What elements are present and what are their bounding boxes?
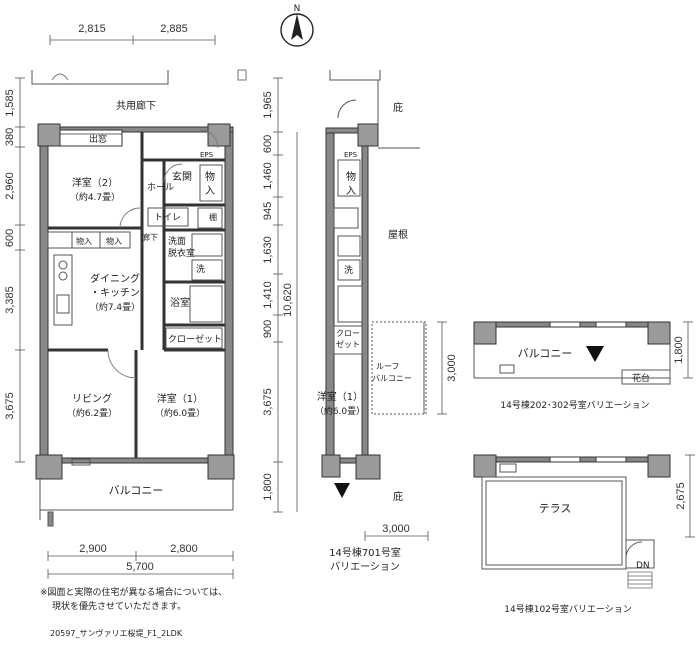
dim-202-right: 1,800 bbox=[673, 336, 685, 364]
dim-701-bottom: 3,000 bbox=[382, 523, 410, 535]
dim-right-6: 1,410 bbox=[262, 281, 274, 309]
label-washroom: 洗面 bbox=[168, 235, 186, 247]
top-dimension-line bbox=[49, 35, 216, 45]
label-701-eaves-top: 庇 bbox=[393, 101, 403, 114]
label-closet: クローゼット bbox=[168, 333, 222, 345]
caption-202: 14号棟202･302号室バリエーション bbox=[500, 399, 649, 411]
label-701-closet-1: クロー bbox=[336, 329, 360, 338]
label-bedroom-1-area: （約6.0畳） bbox=[155, 407, 205, 419]
dim-right-7: 900 bbox=[262, 320, 274, 338]
dim-right-1: 1,965 bbox=[262, 91, 274, 119]
label-living: リビング bbox=[72, 392, 112, 405]
dim-top-1: 2,815 bbox=[78, 23, 106, 35]
dim-left-1: 1,585 bbox=[4, 89, 16, 117]
label-hallway: 廊下 bbox=[142, 232, 158, 242]
label-shelf: 棚 bbox=[209, 212, 217, 222]
label-toilet: トイレ bbox=[154, 213, 181, 223]
caption-701-line-1: 14号棟701号室 bbox=[329, 546, 401, 559]
variation-102-plan bbox=[473, 454, 671, 589]
footer-note-2: 現状を優先させていただきます。 bbox=[52, 600, 186, 612]
footer-code: 20597_サンヴァリエ桜堤_F1_2LDK bbox=[50, 628, 183, 638]
dim-bottom-2: 2,800 bbox=[170, 543, 198, 555]
label-eps: EPS bbox=[200, 151, 214, 159]
label-hall: ホール bbox=[147, 182, 174, 193]
caption-701-line-2: バリエーション bbox=[330, 561, 400, 573]
north-label: N bbox=[294, 4, 301, 14]
label-701-roof: 屋根 bbox=[388, 228, 408, 241]
label-closet-a: 物入 bbox=[76, 236, 92, 246]
label-dining: ダイニング bbox=[90, 272, 140, 285]
label-bathroom: 浴室 bbox=[170, 296, 190, 309]
label-kitchen: ・キッチン bbox=[90, 287, 140, 299]
footer-note-1: ※図面と実際の住宅が異なる場合については、 bbox=[40, 586, 227, 598]
dim-top-2: 2,885 bbox=[160, 23, 188, 35]
bottom-dimension-line bbox=[47, 551, 234, 579]
label-bay-window: 出窓 bbox=[89, 133, 107, 145]
label-bedroom-2-area: （約4.7畳） bbox=[70, 191, 120, 203]
dim-701-roof-balcony: 3,000 bbox=[446, 354, 458, 382]
variation-202-plan bbox=[473, 321, 671, 385]
left-dimension-line bbox=[15, 77, 25, 463]
label-bedroom-1: 洋室（1） bbox=[157, 392, 203, 405]
label-entrance: 玄関 bbox=[172, 170, 192, 183]
down-triangle-icon bbox=[334, 483, 350, 498]
label-washer: 洗 bbox=[196, 263, 205, 275]
dim-left-3: 2,960 bbox=[4, 172, 16, 200]
dim-right-5: 1,630 bbox=[262, 236, 274, 264]
right-dimension-line bbox=[273, 77, 298, 513]
label-701-roof-balcony-2: バルコニー bbox=[372, 374, 412, 383]
label-202-balcony: バルコニー bbox=[518, 347, 573, 360]
label-701-bedroom-1: 洋室（1） bbox=[317, 390, 363, 403]
dim-total-width: 5,700 bbox=[126, 561, 154, 573]
variation-701-plan bbox=[321, 70, 427, 498]
label-storage-1b: 入 bbox=[205, 186, 215, 197]
label-closet-b: 物入 bbox=[106, 236, 122, 246]
label-701-bedroom-1-area: （約6.0畳） bbox=[315, 405, 365, 417]
down-triangle-icon bbox=[586, 346, 604, 362]
dim-right-3: 1,460 bbox=[262, 162, 274, 190]
label-102-terrace: テラス bbox=[539, 502, 572, 515]
label-dressing-room: 脱衣室 bbox=[168, 247, 195, 259]
label-common-corridor: 共用廊下 bbox=[116, 99, 156, 112]
dim-left-6: 3,675 bbox=[4, 392, 16, 420]
label-bedroom-2: 洋室（2） bbox=[72, 176, 118, 189]
dim-bottom-1: 2,900 bbox=[79, 543, 107, 555]
north-compass: N bbox=[280, 4, 314, 47]
label-701-washer: 洗 bbox=[344, 264, 353, 276]
dim-right-2: 600 bbox=[262, 135, 274, 153]
label-storage-1: 物 bbox=[205, 170, 215, 183]
label-701-eps: EPS bbox=[344, 151, 358, 159]
label-living-area: （約6.2畳） bbox=[67, 407, 117, 419]
label-701-roof-balcony-1: ルーフ bbox=[376, 362, 400, 371]
dim-right-4: 945 bbox=[262, 202, 274, 220]
dim-left-2: 380 bbox=[4, 128, 16, 146]
label-701-storage-b: 入 bbox=[346, 186, 356, 197]
label-balcony: バルコニー bbox=[109, 484, 164, 497]
main-floor-plan bbox=[31, 69, 247, 527]
label-202-flower-bed: 花台 bbox=[632, 372, 650, 384]
label-dining-area: （約7.4畳） bbox=[90, 301, 140, 313]
dim-right-8: 3,675 bbox=[262, 388, 274, 416]
dim-left-4: 600 bbox=[4, 229, 16, 247]
label-102-down: DN bbox=[636, 561, 650, 571]
dim-right-9: 1,800 bbox=[262, 473, 274, 501]
label-701-eaves-bottom: 庇 bbox=[393, 490, 403, 503]
dim-right-total: 10,620 bbox=[282, 283, 294, 317]
caption-102: 14号棟102号室バリエーション bbox=[504, 603, 631, 615]
label-701-closet-2: ゼット bbox=[336, 339, 360, 349]
north-arrow-icon bbox=[291, 14, 303, 40]
dim-left-5: 3,385 bbox=[4, 286, 16, 314]
label-701-storage: 物 bbox=[346, 170, 356, 183]
dim-102-right: 2,675 bbox=[675, 482, 687, 510]
